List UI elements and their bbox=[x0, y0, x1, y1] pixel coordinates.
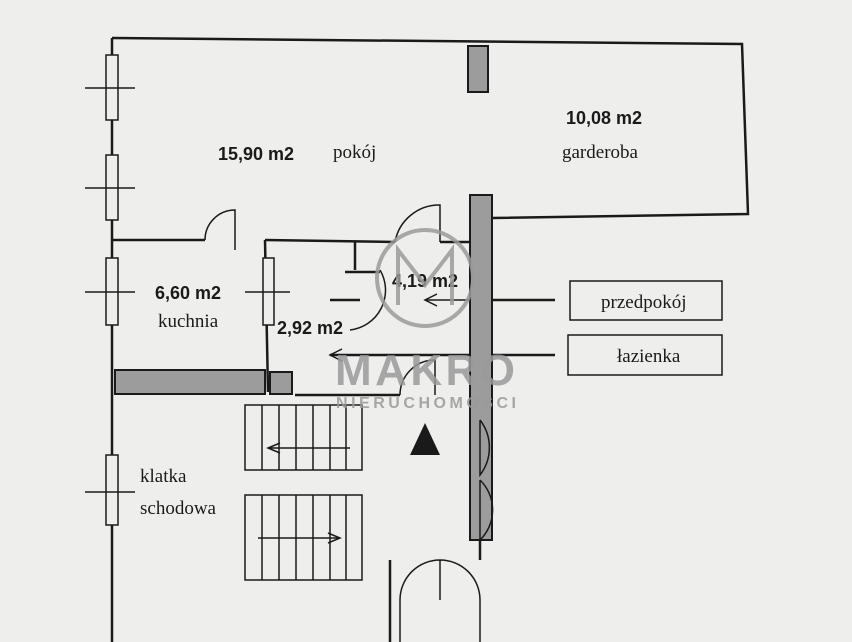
stairwell-label: klatka bbox=[140, 466, 187, 487]
entrance-triangle-icon bbox=[410, 423, 440, 455]
watermark-sub: NIERUCHOMOSCI bbox=[336, 395, 516, 412]
room-area: 10,08 m2 bbox=[566, 108, 642, 128]
doors bbox=[204, 204, 494, 642]
watermark-brand: MAKRO bbox=[335, 346, 515, 395]
walls bbox=[110, 36, 750, 642]
room-name: pokój bbox=[333, 142, 376, 163]
windows bbox=[85, 54, 290, 526]
room-area: 2,92 m2 bbox=[277, 318, 343, 338]
room-name: kuchnia bbox=[158, 311, 219, 332]
watermark-logo: MAKRO NIERUCHOMOSCI bbox=[335, 228, 516, 412]
room-name: garderoba bbox=[562, 142, 639, 163]
stairs bbox=[244, 404, 363, 581]
gray-walls bbox=[114, 45, 493, 541]
room-area: 6,60 m2 bbox=[155, 283, 221, 303]
legend-label: łazienka bbox=[617, 346, 681, 367]
legend-box-przedpokoj bbox=[569, 280, 723, 321]
leader-arrows bbox=[328, 293, 470, 362]
legend-label: przedpokój bbox=[601, 292, 686, 313]
room-area: 15,90 m2 bbox=[218, 144, 294, 164]
stairwell-label: schodowa bbox=[140, 498, 217, 519]
room-area: 4,19 m2 bbox=[392, 271, 458, 291]
legend-box-lazienka bbox=[567, 334, 723, 376]
